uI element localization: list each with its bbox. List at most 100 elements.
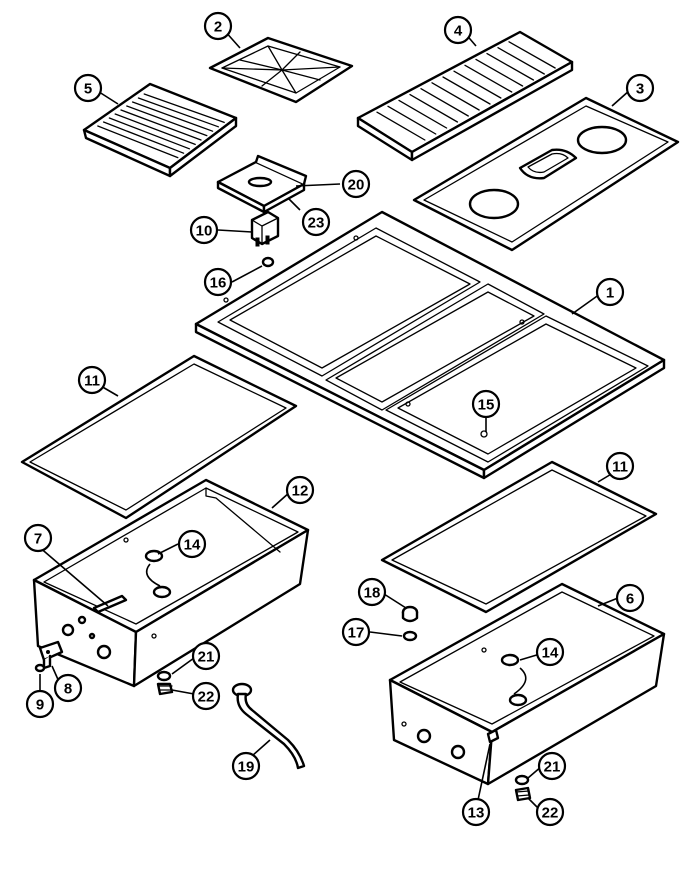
grate-rib [453,70,502,99]
part-grill-grate-long [356,30,574,162]
callout-bubble [357,577,387,607]
callout-bubble [23,523,53,553]
callout-bubble [301,207,331,237]
grate-rib [108,117,191,150]
callout-21: 21 [191,641,221,671]
part-grill-grate-short [82,82,238,178]
callout-number: 22 [198,689,215,706]
callout-16: 16 [203,267,233,297]
callout-18: 18 [357,577,387,607]
part-pan-left [32,478,310,688]
callout-number: 11 [84,373,100,390]
callout-number: 21 [198,649,215,666]
grate-rib [442,76,491,105]
grate-rib [120,109,202,141]
callout-bubble [341,169,371,199]
grate-rib [137,97,220,128]
part-bracket-8 [38,640,64,670]
callout-bubble [25,689,55,719]
callout-bubble [189,215,219,245]
callout-4: 4 [443,15,473,45]
callout-bubble [73,73,103,103]
callout-number: 23 [308,215,325,232]
part-pan-right [388,582,666,786]
part-hose [231,682,306,770]
part-switch [250,210,280,247]
grate-rib [508,41,556,69]
callout-1: 1 [595,277,625,307]
callout-number: 1 [606,285,614,302]
grate-rib [131,101,214,132]
grate-rib [475,58,524,87]
callout-number: 9 [36,697,44,714]
callout-bubble [535,797,565,827]
callout-bubble [537,751,567,781]
part-fitting-left [156,670,174,696]
callout-number: 15 [478,397,495,414]
callout-bubble [191,681,221,711]
grate-rib [126,105,208,137]
callout-14: 14 [177,529,207,559]
part-vent-cover [216,154,308,214]
callout-bubble [231,751,261,781]
callout-bubble [605,451,635,481]
callout-bubble [177,529,207,559]
grate-rib [387,105,437,135]
callout-number: 3 [636,81,644,98]
grate-rib [114,113,196,146]
callout-20: 20 [341,169,371,199]
callout-bubble [341,617,371,647]
callout-number: 10 [196,223,213,240]
part-cooktop-frame [194,210,666,480]
grate-rib [497,47,545,75]
part-washer-17 [402,630,418,642]
callout-10: 10 [189,215,219,245]
grate-rib [376,111,426,141]
callout-bubble [53,673,83,703]
part-gasket-left [20,354,298,520]
part-grate [208,36,354,104]
callout-bubble [191,641,221,671]
grate-rib [409,93,459,123]
callout-13: 13 [461,797,491,827]
callout-9: 9 [25,689,55,719]
callout-number: 5 [84,81,92,98]
grate-rib [486,52,535,81]
callout-19: 19 [231,751,261,781]
grate-rib [143,93,225,124]
callout-23: 23 [301,207,331,237]
callout-bubble [625,73,655,103]
callout-6: 6 [615,583,645,613]
callout-12: 12 [285,475,315,505]
callout-number: 2 [214,19,222,36]
callout-15: 15 [471,389,501,419]
callout-17: 17 [341,617,371,647]
callout-bubble [285,475,315,505]
callout-bubble [203,11,233,41]
callout-bubble [615,583,645,613]
part-screw-9 [34,663,46,673]
callout-bubble [77,365,107,395]
callout-14: 14 [535,637,565,667]
part-nut-18 [401,605,419,623]
callout-number: 21 [544,759,561,776]
part-fitting-right [514,774,532,802]
callout-bubble [595,277,625,307]
callout-8: 8 [53,673,83,703]
grate-rib [102,121,185,154]
callout-21: 21 [537,751,567,781]
part-grommet-16 [261,256,275,268]
grate-rib [431,82,480,111]
callout-number: 17 [348,625,365,642]
callout-number: 22 [542,805,559,822]
callout-22: 22 [191,681,221,711]
callout-bubble [203,267,233,297]
callout-bubble [461,797,491,827]
grate-rib [420,88,469,117]
callout-22: 22 [535,797,565,827]
callout-7: 7 [23,523,53,553]
part-gasket-right [380,460,658,614]
callout-2: 2 [203,11,233,41]
